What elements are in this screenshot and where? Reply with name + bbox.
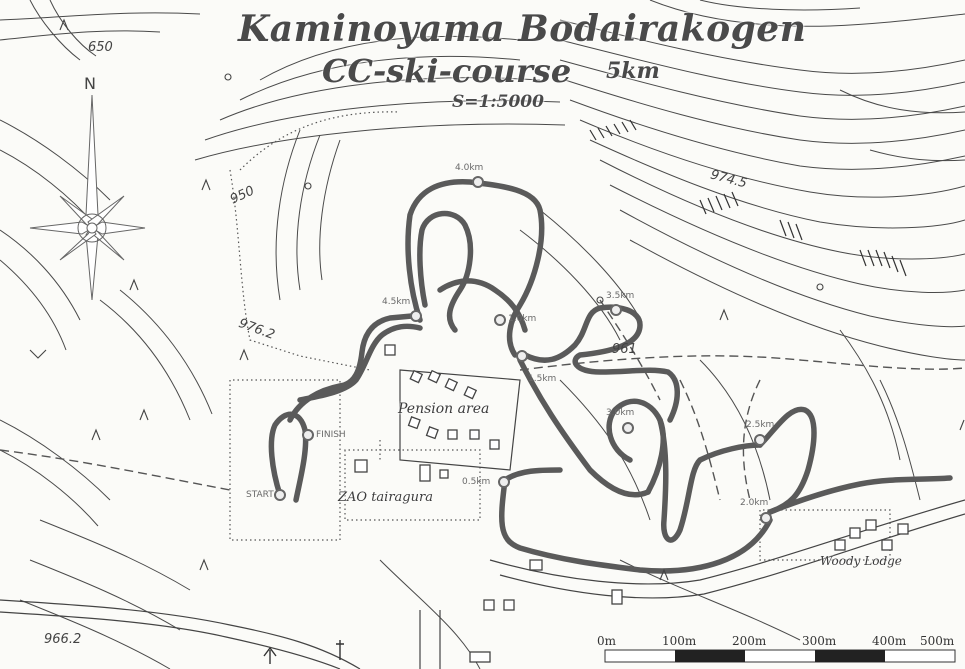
arrow-marker-icon (263, 640, 344, 664)
buildings (354, 344, 909, 663)
woody-lodge-label: Woody Lodge (820, 554, 902, 568)
cliff-hachures (589, 119, 907, 277)
map-scale: S=1:5000 (452, 92, 544, 112)
scale-label-100: 100m (662, 634, 697, 648)
km-marker-circles (274, 176, 772, 524)
km-2-5-label: 2.5km (746, 420, 775, 430)
compass-rose-icon (29, 94, 146, 301)
km-3-0-label: 3.0km (606, 408, 635, 418)
north-label: N (84, 74, 96, 93)
zao-tairagura-label: ZAO tairagura (338, 490, 433, 505)
elevation-961: 961 (612, 342, 637, 357)
km-1-5-label: 1.5km (528, 374, 557, 384)
elevation-966-2: 966.2 (44, 632, 82, 647)
ski-course-track (268, 179, 953, 574)
dotted-boundaries (229, 111, 891, 561)
km-4-0-label: 4.0km (455, 163, 484, 173)
km-2-0-label: 2.0km (740, 498, 769, 508)
km-3-5-label: 3.5km (606, 291, 635, 301)
km-1-0-label: 1.0km (508, 314, 537, 324)
map-title: Kaminoyama Bodairakogen (238, 8, 807, 50)
map-subtitle: CC-ski-course (322, 52, 572, 90)
finish-marker-label: FINISH (316, 430, 346, 440)
scale-label-200: 200m (732, 634, 767, 648)
scale-label-400: 400m (872, 634, 907, 648)
scale-label-300: 300m (802, 634, 837, 648)
dashed-trails (0, 299, 965, 501)
km-4-5-label: 4.5km (382, 297, 411, 307)
start-marker-label: START (246, 490, 274, 500)
roads (0, 369, 965, 669)
pension-area-label: Pension area (398, 401, 490, 417)
vegetation-symbols (29, 18, 965, 581)
km-0-5-label: 0.5km (462, 477, 491, 487)
scale-label-500: 500m (920, 634, 955, 648)
scale-label-0: 0m (597, 634, 617, 648)
elevation-650: 650 (88, 40, 113, 55)
course-distance: 5km (606, 58, 660, 84)
scale-bar (604, 649, 956, 663)
